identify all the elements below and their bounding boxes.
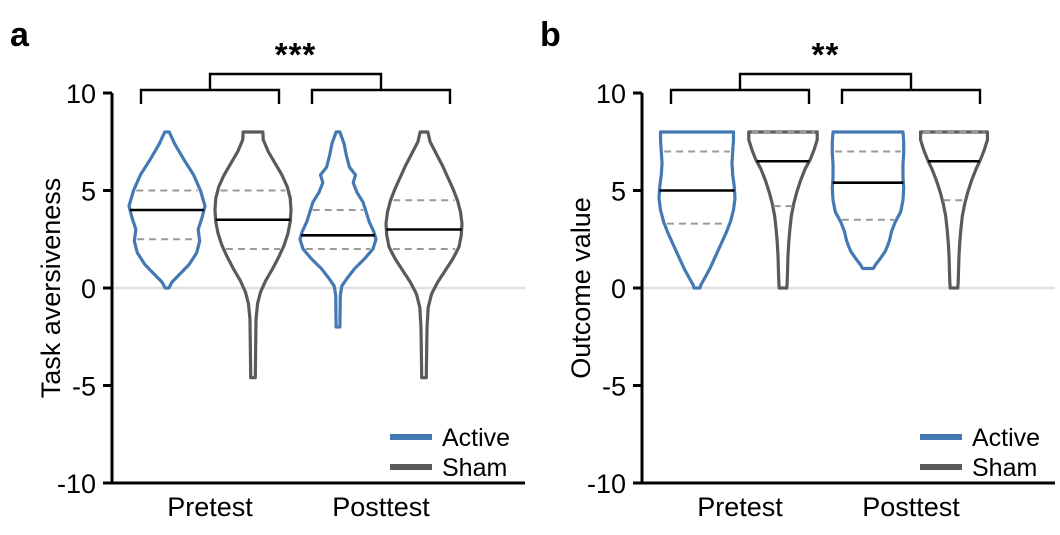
violin-sham-pretest [747,130,819,290]
y-axis-tick-label: 0 [611,274,626,304]
legend-label-sham: Sham [442,454,507,482]
violin-outline [127,130,207,290]
violin-outline [384,130,464,380]
x-axis-category-label: Posttest [862,492,960,522]
significance-subbracket [310,88,452,104]
violin-outline [747,130,819,290]
violin-active-pretest [127,130,207,290]
significance-main-bracket [208,72,383,90]
significance-bracket: ** [669,36,982,104]
violin-outline [298,130,378,329]
significance-bracket: *** [139,36,452,104]
violin-sham-posttest [918,130,990,290]
x-axis-category-label: Pretest [167,492,253,522]
violin-sham-pretest [213,130,293,380]
violin-outline [918,130,990,290]
violin-sham-posttest [384,130,464,380]
x-axis-category-label: Pretest [697,492,783,522]
violin-active-posttest [298,130,378,329]
significance-stars: ** [812,36,840,73]
violin-active-pretest [657,130,737,290]
y-axis-tick-label: -10 [587,469,626,499]
significance-subbracket [840,88,982,104]
y-axis-title: Outcome value [566,197,596,379]
y-axis-tick-label: -5 [602,372,626,402]
y-axis-tick-label: -5 [72,372,96,402]
y-axis-tick-label: 10 [596,79,626,109]
x-axis-category-label: Posttest [332,492,430,522]
significance-main-bracket [738,72,913,90]
significance-stars: *** [275,36,317,73]
violin-outline [213,130,293,380]
legend-label-active: Active [972,424,1040,452]
significance-subbracket [139,88,281,104]
panel-letter-b: b [540,16,561,54]
violin-outline [830,130,906,271]
y-axis-tick-label: 10 [66,79,96,109]
panel-letter-a: a [10,16,29,54]
legend-label-active: Active [442,424,510,452]
y-axis-tick-label: 5 [611,177,626,207]
y-axis-tick-label: 0 [81,274,96,304]
y-axis-tick-label: 5 [81,177,96,207]
violin-active-posttest [830,130,906,271]
y-axis-title: Task aversiveness [36,178,66,399]
legend-label-sham: Sham [972,454,1037,482]
y-axis-tick-label: -10 [57,469,96,499]
significance-subbracket [669,88,811,104]
violin-outline [657,130,737,290]
